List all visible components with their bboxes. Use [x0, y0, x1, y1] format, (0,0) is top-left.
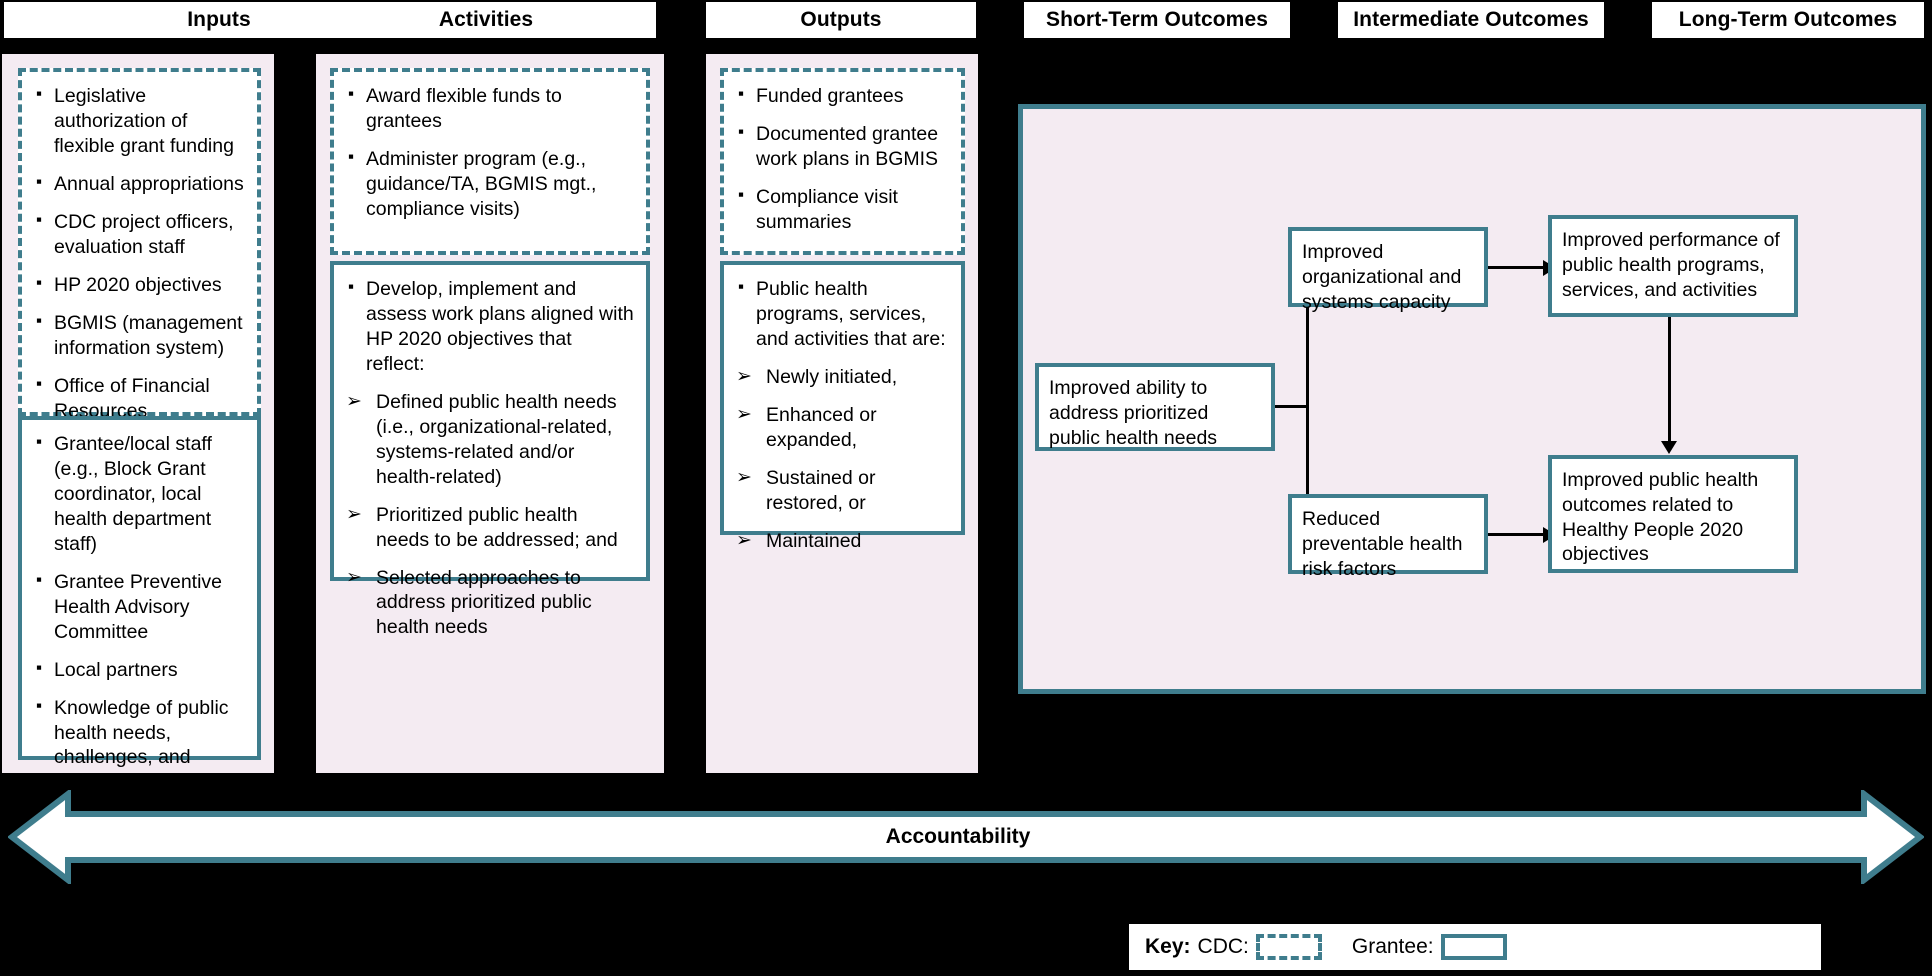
activities-grantee-box: Develop, implement and assess work plans…	[330, 261, 650, 638]
header-intermediate-outcomes-label: Intermediate Outcomes	[1353, 8, 1589, 31]
list-item-lead: Public health programs, services, and ac…	[736, 276, 949, 352]
list-item-lead: Develop, implement and assess work plans…	[346, 276, 634, 377]
list-item: Legislative authorization of flexible gr…	[34, 83, 245, 159]
header-long-term-outcomes: Long-Term Outcomes	[1652, 2, 1924, 38]
outcome-text: Reduced preventable health risk factors	[1302, 508, 1463, 580]
list-item: Funded grantees	[736, 83, 949, 109]
activities-cdc-box: Award flexible funds to grantees Adminis…	[330, 68, 650, 255]
header-inputs-label: Inputs	[187, 8, 251, 31]
outcome-box-improved-ability: Improved ability to address prioritized …	[1035, 363, 1275, 451]
list-item: Compliance visit summaries	[736, 184, 949, 235]
outcome-box-reduced-risk-factors: Reduced preventable health risk factors	[1288, 494, 1488, 580]
list-item: CDC project officers, evaluation staff	[34, 209, 245, 260]
outcome-box-improved-outcomes: Improved public health outcomes related …	[1548, 455, 1798, 573]
list-item: Maintained	[736, 529, 949, 554]
accountability-arrow	[8, 790, 1924, 884]
key-cdc-swatch-icon	[1255, 934, 1322, 960]
list-item: Documented grantee work plans in BGMIS	[736, 121, 949, 172]
list-item: Newly initiated,	[736, 365, 949, 390]
outcome-text: Improved organizational and systems capa…	[1302, 241, 1462, 313]
list-item: Administer program (e.g., guidance/TA, B…	[346, 146, 634, 222]
inputs-grantee-box: Grantee/local staff (e.g., Block Grant c…	[18, 416, 261, 793]
activities-column-panel: Award flexible funds to grantees Adminis…	[316, 54, 664, 773]
header-long-term-outcomes-label: Long-Term Outcomes	[1678, 8, 1898, 31]
header-outputs-label: Outputs	[800, 8, 882, 31]
outputs-grantee-box: Public health programs, services, and ac…	[720, 261, 965, 553]
list-item: Local partners	[34, 657, 245, 683]
outcome-box-improved-performance: Improved performance of public health pr…	[1548, 215, 1798, 317]
header-short-term-outcomes: Short-Term Outcomes	[1024, 2, 1290, 38]
connector-performance-to-outcomes	[1668, 317, 1671, 445]
inputs-cdc-box: Legislative authorization of flexible gr…	[18, 68, 261, 422]
connector-split-vertical	[1306, 273, 1309, 541]
list-item: Sustained or restored, or	[736, 466, 949, 516]
list-item: HP 2020 objectives	[34, 272, 245, 298]
activities-cdc-list: Award flexible funds to grantees Adminis…	[346, 83, 634, 222]
accountability-arrow-shape-icon	[8, 790, 1924, 884]
key-grantee-swatch-icon	[1440, 934, 1507, 960]
header-short-term-outcomes-label: Short-Term Outcomes	[1045, 8, 1269, 31]
header-activities: Activities	[316, 2, 656, 38]
key-grantee-label: Grantee:	[1351, 935, 1434, 958]
outputs-cdc-list: Funded grantees Documented grantee work …	[736, 83, 949, 235]
outcome-text: Improved performance of public health pr…	[1562, 229, 1780, 301]
outcomes-panel: Improved ability to address prioritized …	[1018, 104, 1926, 694]
header-activities-label: Activities	[438, 8, 534, 31]
outcome-text: Improved public health outcomes related …	[1562, 469, 1759, 566]
key-title: Key:	[1145, 935, 1191, 958]
outcome-text: Improved ability to address prioritized …	[1049, 377, 1218, 449]
list-item: Grantee/local staff (e.g., Block Grant c…	[34, 431, 245, 557]
list-item: Defined public health needs (i.e., organ…	[346, 390, 634, 490]
list-item: Knowledge of public health needs, challe…	[34, 695, 245, 796]
activities-grantee-list: Develop, implement and assess work plans…	[346, 276, 634, 641]
list-item: Enhanced or expanded,	[736, 403, 949, 453]
list-item: Award flexible funds to grantees	[346, 83, 634, 134]
list-item: BGMIS (management information system)	[34, 310, 245, 361]
inputs-grantee-list: Grantee/local staff (e.g., Block Grant c…	[34, 431, 245, 796]
connector-short-to-split	[1275, 405, 1309, 408]
list-item: Annual appropriations	[34, 171, 245, 197]
outcome-box-improved-org-capacity: Improved organizational and systems capa…	[1288, 227, 1488, 313]
key-legend: Key: CDC: Grantee:	[1129, 924, 1821, 970]
list-item: Selected approaches to address prioritiz…	[346, 566, 634, 641]
outputs-cdc-box: Funded grantees Documented grantee work …	[720, 68, 965, 255]
connector-risk-to-outcomes	[1488, 533, 1546, 536]
list-item: Grantee Preventive Health Advisory Commi…	[34, 569, 245, 645]
header-intermediate-outcomes: Intermediate Outcomes	[1338, 2, 1604, 38]
header-outputs: Outputs	[706, 2, 976, 38]
connector-org-to-performance	[1488, 266, 1546, 269]
inputs-column-panel: Legislative authorization of flexible gr…	[2, 54, 274, 793]
outputs-column-panel: Funded grantees Documented grantee work …	[706, 54, 978, 773]
inputs-cdc-list: Legislative authorization of flexible gr…	[34, 83, 245, 423]
arrowhead-down-to-outcomes-icon	[1661, 441, 1677, 454]
outputs-grantee-list: Public health programs, services, and ac…	[736, 276, 949, 554]
list-item: Prioritized public health needs to be ad…	[346, 503, 634, 553]
key-cdc-label: CDC:	[1197, 935, 1249, 958]
